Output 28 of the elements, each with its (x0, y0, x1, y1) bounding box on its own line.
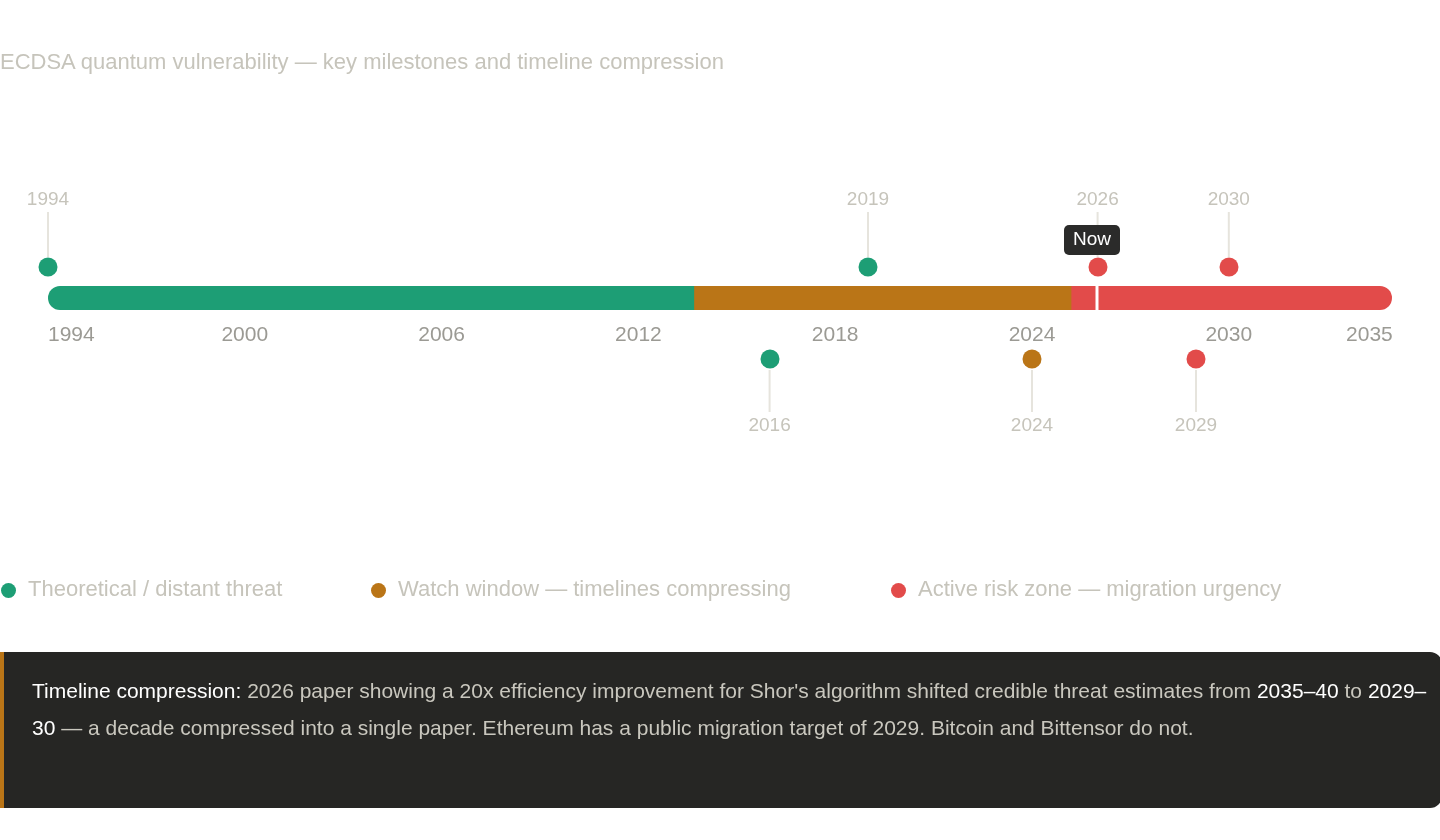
axis-tick-label: 2030 (1205, 322, 1253, 346)
year-label: 2030 (1207, 188, 1250, 210)
year-label: 2024 (1010, 414, 1054, 436)
milestone-dot (38, 257, 58, 277)
milestone-dot (1219, 257, 1239, 277)
milestone-dot (1022, 349, 1042, 369)
year-label: 2026 (1076, 188, 1119, 210)
note-callout: Timeline compression: 2026 paper showing a 20x efficiency improvement for Shor's algorithm shifted credible threat estimates from 2035–40 to 2029–30 — a decade compressed into a single paper. Ethereum has a public migration target of 2029. Bitcoin and Bittensor do not. (0, 652, 1440, 808)
milestone-dot (1186, 349, 1206, 369)
legend-label: Theoretical / distant threat (28, 576, 283, 602)
year-label: 2019 (846, 188, 890, 210)
axis-tick-label: 2012 (615, 322, 662, 346)
axis-tick-label: 2006 (418, 322, 465, 346)
legend-label: Watch window — timelines compressing (398, 576, 791, 602)
chart-title: ECDSA quantum vulnerability — key milestones and timeline compression (0, 49, 724, 75)
year-label: 2029 (1174, 414, 1218, 436)
milestone-dot (858, 257, 878, 277)
legend-label: Active risk zone — migration urgency (918, 576, 1282, 602)
axis-tick-label: 2024 (1008, 322, 1056, 346)
axis-tick-label: 1994 (48, 322, 95, 346)
axis-tick-label: 2000 (221, 322, 269, 346)
milestone-dot (1088, 257, 1108, 277)
milestone-dot (760, 349, 780, 369)
year-label: 1994 (26, 188, 70, 210)
now-badge: Now (1064, 225, 1120, 255)
axis-tick-label: 2018 (811, 322, 859, 346)
year-label: 2016 (748, 414, 791, 436)
axis-tick-label: 2035 (1346, 322, 1393, 346)
